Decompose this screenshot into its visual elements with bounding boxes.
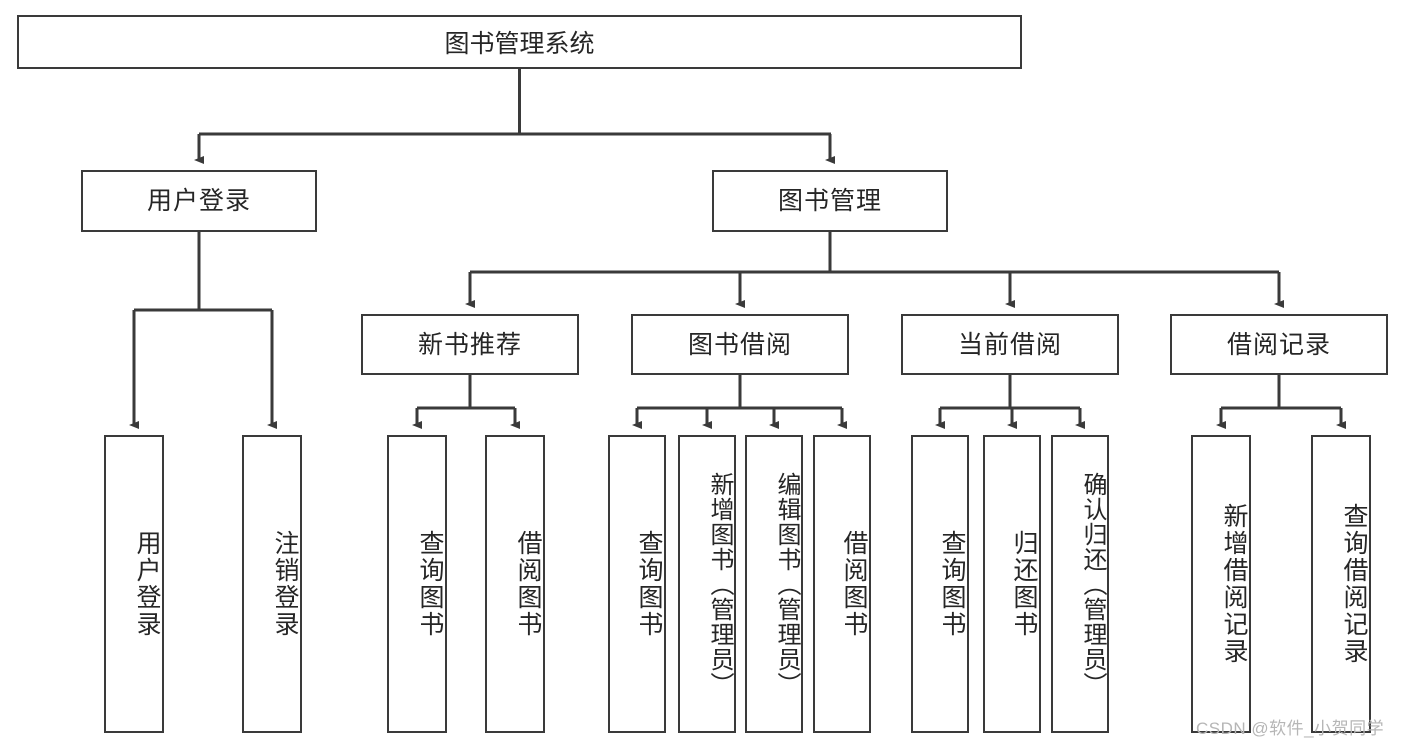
leaf-query-borrow-record-label: 查询借阅记录 [1340,503,1368,665]
leaf-confirm-return-admin[interactable]: 确认归还（管理员） [1051,435,1109,733]
node-new-book-recommend-label: 新书推荐 [417,330,522,359]
leaf-user-login-label: 用户登录 [133,530,161,638]
leaf-borrow-book[interactable]: 借阅图书 [813,435,871,733]
leaf-query-book-current-label: 查询图书 [938,530,966,638]
leaf-query-borrow-record[interactable]: 查询借阅记录 [1311,435,1371,733]
leaf-query-book-borrow-label: 查询图书 [635,530,663,638]
node-borrow-record[interactable]: 借阅记录 [1170,314,1388,375]
csdn-watermark: CSDN @软件_小贺同学 [1196,719,1385,738]
leaf-return-book[interactable]: 归还图书 [983,435,1041,733]
leaf-add-book-admin[interactable]: 新增图书（管理员） [678,435,736,733]
node-book-management-label: 图书管理 [777,187,882,215]
leaf-borrow-book-recommend[interactable]: 借阅图书 [485,435,545,733]
leaf-query-book-borrow[interactable]: 查询图书 [608,435,666,733]
leaf-user-login[interactable]: 用户登录 [104,435,164,733]
leaf-query-book-recommend[interactable]: 查询图书 [387,435,447,733]
leaf-edit-book-admin[interactable]: 编辑图书（管理员） [745,435,803,733]
leaf-return-book-label: 归还图书 [1010,530,1038,638]
node-borrow-record-label: 借阅记录 [1226,330,1331,359]
node-current-borrow[interactable]: 当前借阅 [901,314,1119,375]
leaf-add-book-admin-label: 新增图书（管理员） [706,471,733,697]
leaf-user-logout-label: 注销登录 [271,530,299,638]
leaf-query-book-recommend-label: 查询图书 [416,530,444,638]
node-current-borrow-label: 当前借阅 [957,330,1062,359]
leaf-user-logout[interactable]: 注销登录 [242,435,302,733]
node-new-book-recommend[interactable]: 新书推荐 [361,314,579,375]
leaf-edit-book-admin-label: 编辑图书（管理员） [773,471,800,697]
node-book-borrow[interactable]: 图书借阅 [631,314,849,375]
node-root-label: 图书管理系统 [444,30,595,58]
node-root[interactable]: 图书管理系统 [17,15,1022,69]
leaf-add-borrow-record-label: 新增借阅记录 [1220,503,1248,665]
node-book-management[interactable]: 图书管理 [712,170,948,232]
node-user-login[interactable]: 用户登录 [81,170,317,232]
leaf-borrow-book-recommend-label: 借阅图书 [514,530,542,638]
leaf-query-book-current[interactable]: 查询图书 [911,435,969,733]
leaf-borrow-book-label: 借阅图书 [840,530,868,638]
leaf-confirm-return-admin-label: 确认归还（管理员） [1079,471,1106,697]
node-book-borrow-label: 图书借阅 [687,330,792,359]
node-user-login-label: 用户登录 [146,187,251,215]
leaf-add-borrow-record[interactable]: 新增借阅记录 [1191,435,1251,733]
